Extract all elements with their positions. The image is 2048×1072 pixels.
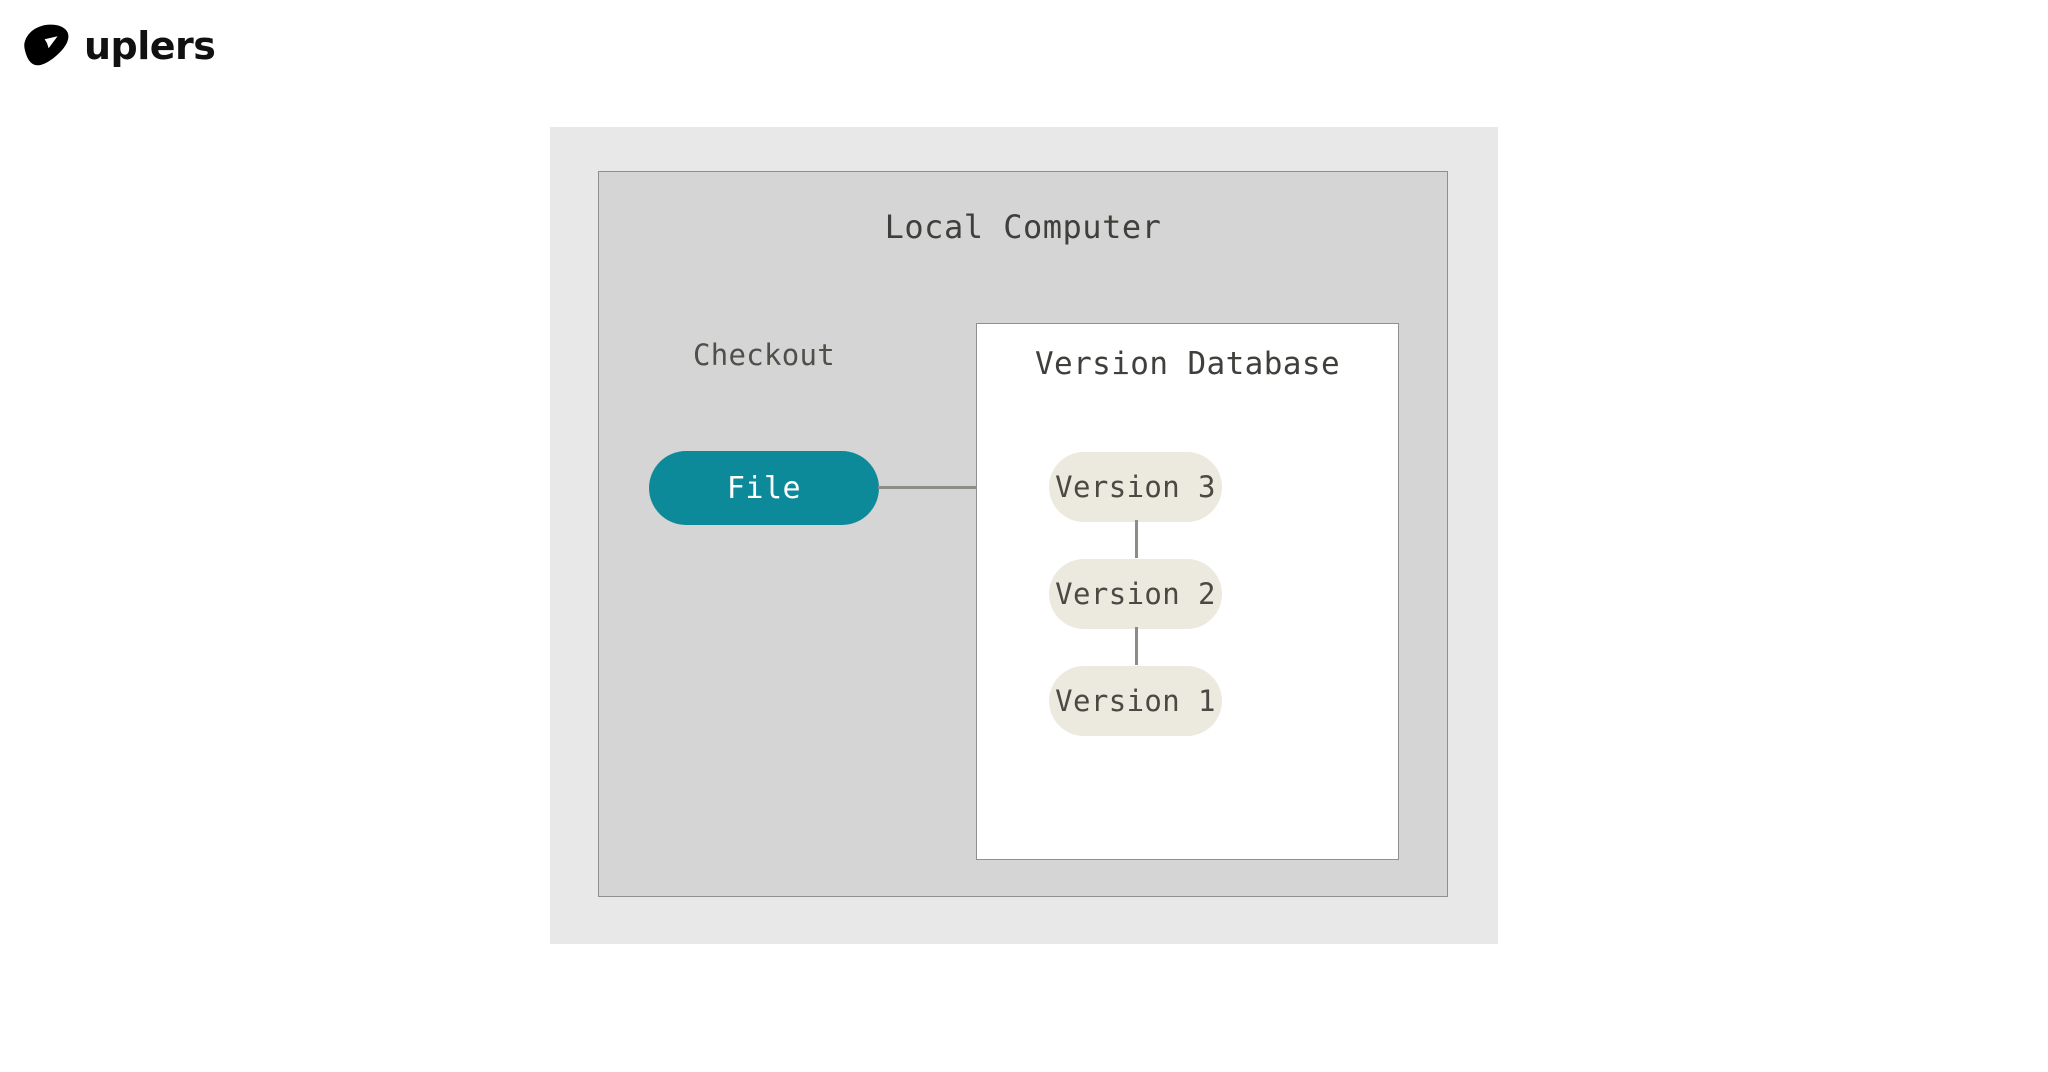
- version-database-box: Version Database Version 3 Version 2 Ver…: [976, 323, 1399, 860]
- version-node-3-label: Version 3: [1055, 470, 1216, 504]
- uplers-arrow-mark-icon: [24, 24, 69, 66]
- file-node-label: File: [726, 470, 802, 506]
- connector-version-2-to-version-1: [1135, 627, 1138, 665]
- version-node-3[interactable]: Version 3: [1049, 452, 1222, 522]
- checkout-label: Checkout: [692, 338, 836, 372]
- version-node-1-label: Version 1: [1055, 684, 1216, 718]
- version-node-1[interactable]: Version 1: [1049, 666, 1222, 736]
- diagram-outer-panel: Local Computer Checkout File Version Dat…: [550, 127, 1498, 944]
- local-computer-title: Local Computer: [884, 208, 1162, 246]
- local-computer-box: Local Computer Checkout File Version Dat…: [598, 171, 1448, 897]
- connector-version-3-to-version-2: [1135, 520, 1138, 558]
- brand-logo[interactable]: uplers: [22, 22, 216, 68]
- version-node-2-label: Version 2: [1055, 577, 1216, 611]
- file-node[interactable]: File: [649, 451, 879, 525]
- version-database-title: Version Database: [1034, 346, 1341, 382]
- version-node-2[interactable]: Version 2: [1049, 559, 1222, 629]
- brand-wordmark: uplers: [84, 24, 216, 68]
